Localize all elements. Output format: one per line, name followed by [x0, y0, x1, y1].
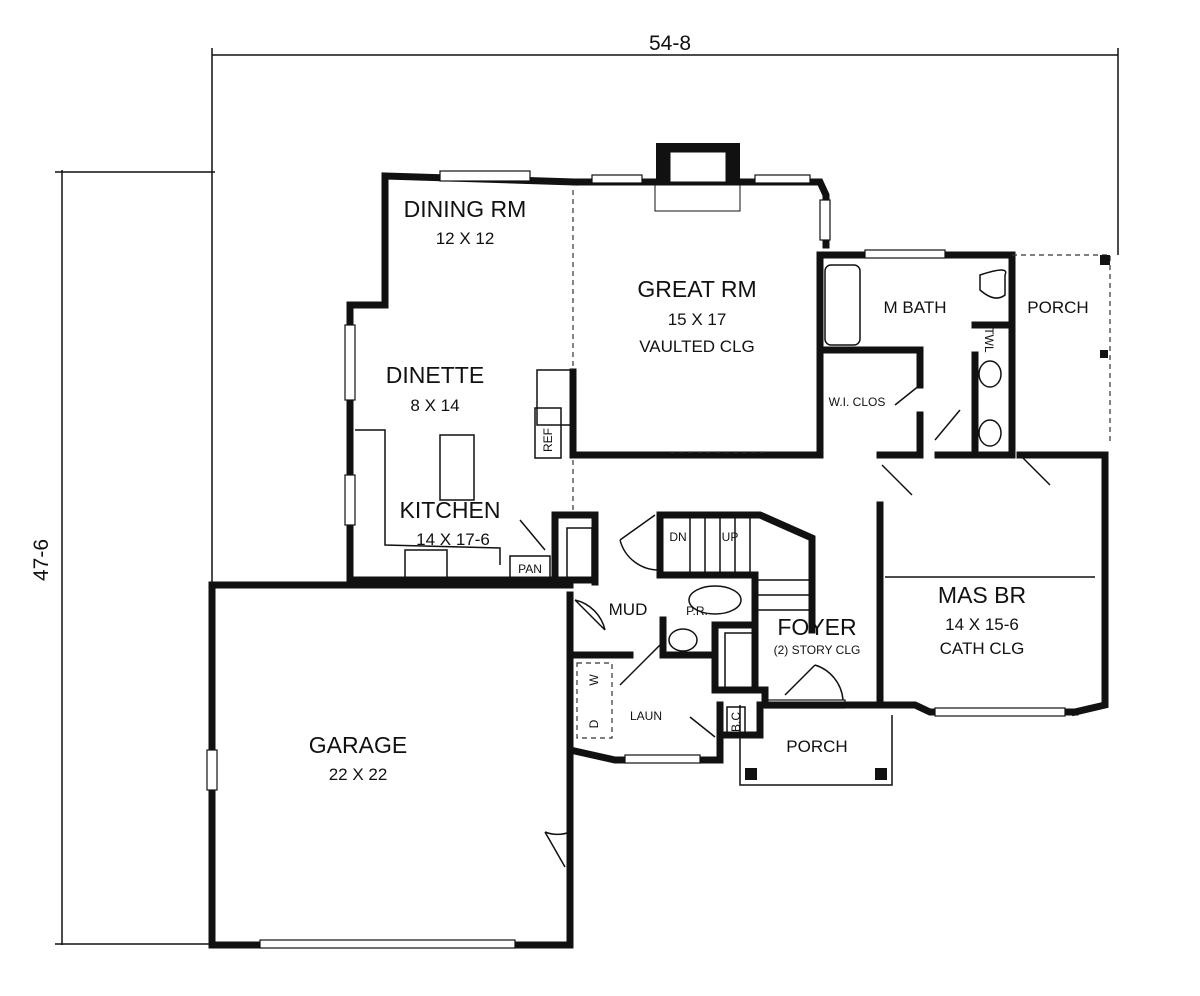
- kitchen-name: KITCHEN: [400, 497, 501, 523]
- room-labels: DINING RM 12 X 12 GREAT RM 15 X 17 VAULT…: [309, 196, 1089, 784]
- dining-room-name: DINING RM: [404, 196, 527, 222]
- master-bedroom-name: MAS BR: [938, 582, 1026, 608]
- master-bedroom-size: 14 X 15-6: [945, 615, 1019, 634]
- master-bedroom-note: CATH CLG: [940, 639, 1025, 658]
- pantry-label: PAN: [518, 562, 542, 576]
- dryer-label: D: [587, 719, 601, 728]
- interior-walls: [355, 190, 1095, 868]
- master-bath-name: M BATH: [884, 298, 947, 317]
- foyer-name: FOYER: [777, 614, 856, 640]
- towel-closet-label: TWL: [982, 327, 996, 353]
- dimension-lines: 54-8 47-6: [30, 32, 1119, 945]
- mud-room-name: MUD: [609, 600, 648, 619]
- dinette-size: 8 X 14: [410, 396, 459, 415]
- garage-size: 22 X 22: [329, 765, 388, 784]
- great-room-note: VAULTED CLG: [639, 337, 755, 356]
- dining-room-size: 12 X 12: [436, 229, 495, 248]
- powder-room-name: P.R.: [686, 604, 708, 618]
- great-room-name: GREAT RM: [637, 276, 756, 302]
- garage-name: GARAGE: [309, 732, 407, 758]
- dinette-name: DINETTE: [386, 362, 484, 388]
- stairs-down-label: DN: [669, 530, 686, 544]
- depth-dimension: 47-6: [30, 539, 53, 581]
- refrigerator-label: REF: [541, 428, 555, 452]
- kitchen-size: 14 X 17-6: [416, 530, 490, 549]
- width-dimension: 54-8: [649, 32, 691, 55]
- broom-closet-label: B.C: [729, 712, 743, 732]
- washer-label: W: [587, 674, 601, 686]
- fixture-labels: REF PAN DN UP W D B.C: [518, 428, 743, 732]
- foyer-note: (2) STORY CLG: [774, 643, 861, 657]
- stairs-up-label: UP: [722, 530, 739, 544]
- rear-porch-name: PORCH: [1027, 298, 1088, 317]
- great-room-size: 15 X 17: [668, 310, 727, 329]
- front-porch-name: PORCH: [786, 737, 847, 756]
- walk-in-closet-name: W.I. CLOS: [829, 395, 886, 409]
- windows: [206, 170, 1066, 949]
- laundry-name: LAUN: [630, 709, 662, 723]
